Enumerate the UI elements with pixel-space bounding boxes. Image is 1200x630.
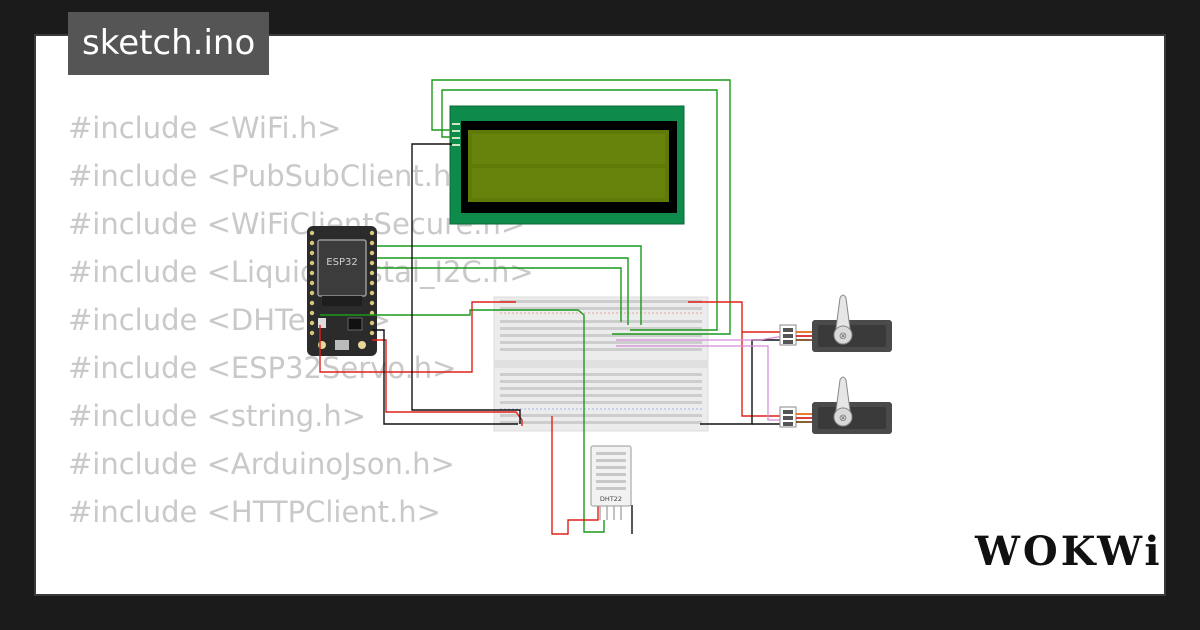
green-wires bbox=[320, 79, 731, 533]
code-line: #include <PubSubClient.h> bbox=[68, 159, 476, 193]
code-line: // ---------- Blynk Config bbox=[68, 584, 534, 594]
servo-motor[interactable]: ⊗ bbox=[779, 294, 892, 352]
signal-wires bbox=[616, 335, 785, 421]
wokwi-logo: WOKWi bbox=[975, 528, 1163, 575]
code-line: #include <HTTPClient.h> bbox=[68, 495, 441, 529]
mcu-label: ESP32 bbox=[326, 257, 357, 268]
servo-hub-icon: ⊗ bbox=[839, 413, 847, 424]
servo-hub-icon: ⊗ bbox=[839, 331, 847, 342]
breadboard[interactable] bbox=[493, 296, 709, 432]
dht22-sensor[interactable]: DHT22 bbox=[590, 445, 632, 520]
esp32-board[interactable]: ESP32 bbox=[307, 226, 377, 356]
code-preview: #include <WiFi.h> #include <PubSubClient.… bbox=[68, 104, 534, 594]
code-line: #include <LiquidCrystal_I2C.h> bbox=[68, 255, 534, 289]
black-wires bbox=[372, 143, 784, 534]
code-line: #include <ESP32Servo.h> bbox=[68, 351, 457, 385]
lcd-display[interactable] bbox=[449, 105, 685, 225]
code-line: #include <WiFi.h> bbox=[68, 111, 342, 145]
servo-motor[interactable]: ⊗ bbox=[779, 376, 892, 434]
code-line: #include <string.h> bbox=[68, 399, 367, 433]
file-tab[interactable]: sketch.ino bbox=[68, 12, 270, 75]
code-line: #include <ArduinoJson.h> bbox=[68, 447, 455, 481]
sensor-label: DHT22 bbox=[600, 495, 622, 503]
